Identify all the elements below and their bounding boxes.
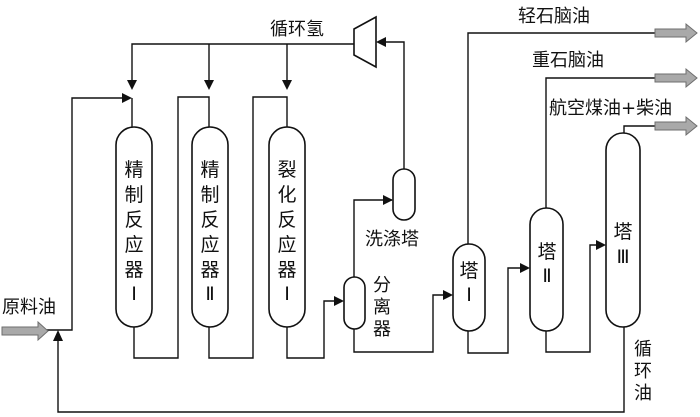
tower2-char-1: 塔 xyxy=(537,241,556,263)
reactor2-char-6: Ⅱ xyxy=(205,283,214,305)
reactor1-char-6: Ⅰ xyxy=(131,283,137,305)
reactor3-to-separator-line xyxy=(286,300,340,359)
arrowhead-hydrogen-to-feed xyxy=(127,80,137,90)
reactor2-to-reactor3-line xyxy=(208,96,288,359)
arrowhead-to-tower1 xyxy=(443,290,453,300)
feed-inlet-arrow xyxy=(1,320,49,342)
jet-diesel-label: 航空煤油+柴油 xyxy=(549,98,672,119)
reactor3-char-1: 裂 xyxy=(277,159,296,181)
feed-oil-label: 原料油 xyxy=(2,297,56,318)
heavy-naphtha-outlet-arrow xyxy=(654,67,698,89)
compressor-icon xyxy=(353,15,377,69)
reactor2-char-4: 应 xyxy=(200,234,219,256)
separator-to-tower1-line xyxy=(353,294,449,353)
reactor3-char-4: 应 xyxy=(277,234,296,256)
washer-to-compressor-line xyxy=(382,41,405,170)
tower3-char-1: 塔 xyxy=(613,221,632,243)
recycle-oil-line xyxy=(57,326,625,413)
tower-3 xyxy=(605,132,641,328)
separator-label: 分 离 器 xyxy=(373,275,391,340)
jet-diesel-outlet-arrow xyxy=(654,115,698,137)
reactor2-char-5: 器 xyxy=(200,259,219,281)
separator-to-washer-line xyxy=(353,199,392,278)
tower1-to-tower2-line xyxy=(467,267,522,354)
reactor1-to-reactor2-line xyxy=(133,96,210,359)
light-naphtha-line xyxy=(467,32,655,244)
arrowhead-to-tower2 xyxy=(520,263,530,273)
tower2-to-tower3-line xyxy=(545,244,600,353)
reactor3-char-2: 化 xyxy=(277,184,296,206)
separator-char-3: 器 xyxy=(373,319,391,340)
light-naphtha-label: 轻石脑油 xyxy=(518,6,590,27)
cracking-reactor-1-label: 裂 化 反 应 器 Ⅰ xyxy=(277,159,296,305)
arrowhead-hydrogen-to-reactor3 xyxy=(282,80,292,90)
cracking-reactor-1 xyxy=(268,126,306,328)
washing-tower-label: 洗涤塔 xyxy=(365,229,419,250)
recycle-oil-char-3: 油 xyxy=(634,383,652,404)
reactor3-char-6: Ⅰ xyxy=(284,283,290,305)
tower1-char-2: Ⅰ xyxy=(466,284,472,306)
reactor3-char-5: 器 xyxy=(277,259,296,281)
arrowhead-hydrogen-to-reactor2 xyxy=(204,80,214,90)
arrowhead-feed-to-reactor1 xyxy=(122,93,132,103)
refining-reactor-1 xyxy=(115,126,153,328)
tower2-char-2: Ⅱ xyxy=(542,265,551,287)
recycle-hydrogen-label: 循环氢 xyxy=(270,19,324,40)
arrowhead-to-washer xyxy=(383,195,393,205)
refining-reactor-2-label: 精 制 反 应 器 Ⅱ xyxy=(200,159,219,305)
arrowhead-to-tower3 xyxy=(596,240,606,250)
reactor2-char-1: 精 xyxy=(200,159,219,181)
heavy-naphtha-line xyxy=(545,77,655,209)
reactor1-char-1: 精 xyxy=(124,159,143,181)
recycle-oil-char-1: 循 xyxy=(634,339,652,360)
reactor2-char-3: 反 xyxy=(200,209,219,231)
arrowhead-to-separator xyxy=(334,296,344,306)
heavy-naphtha-label: 重石脑油 xyxy=(532,50,604,71)
jet-diesel-line xyxy=(623,125,655,134)
recycle-oil-char-2: 环 xyxy=(634,361,652,382)
tower-1 xyxy=(452,243,486,332)
separator-char-2: 离 xyxy=(373,297,391,318)
tower3-char-2: Ⅲ xyxy=(616,246,629,268)
feed-line xyxy=(45,97,124,331)
reactor1-char-4: 应 xyxy=(124,234,143,256)
reactor2-char-2: 制 xyxy=(200,184,219,206)
tower-1-label: 塔 Ⅰ xyxy=(459,260,478,306)
tower-3-label: 塔 Ⅲ xyxy=(613,221,632,268)
tower-2 xyxy=(529,207,564,332)
reactor1-char-3: 反 xyxy=(124,209,143,231)
arrowhead-recycle-oil xyxy=(53,330,63,341)
separator xyxy=(343,276,366,330)
refining-reactor-1-label: 精 制 反 应 器 Ⅰ xyxy=(124,159,143,305)
recycle-oil-label: 循 环 油 xyxy=(634,339,652,404)
refining-reactor-2 xyxy=(191,126,229,328)
washing-tower xyxy=(392,168,416,221)
tower1-char-1: 塔 xyxy=(459,260,478,282)
arrowhead-to-compressor xyxy=(376,37,386,47)
separator-char-1: 分 xyxy=(373,275,391,296)
reactor1-char-2: 制 xyxy=(124,184,143,206)
reactor1-char-5: 器 xyxy=(124,259,143,281)
tower-2-label: 塔 Ⅱ xyxy=(537,241,556,287)
light-naphtha-outlet-arrow xyxy=(654,22,698,44)
reactor3-char-3: 反 xyxy=(277,209,296,231)
recycle-hydrogen-header xyxy=(131,43,355,82)
